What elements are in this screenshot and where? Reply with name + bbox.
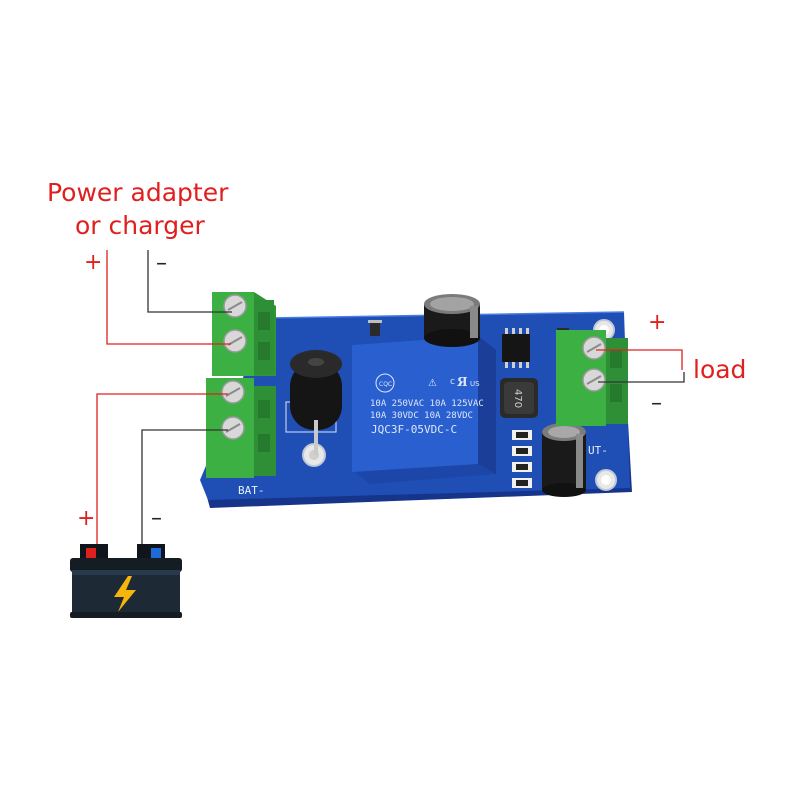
ic-chip <box>502 328 530 368</box>
battery-minus-sign: – <box>151 506 162 531</box>
load-minus-sign: – <box>651 391 662 416</box>
load-plus-sign: + <box>648 310 667 335</box>
terminal-block-power <box>212 292 276 376</box>
buzzer <box>290 350 342 455</box>
adapter-plus-sign: + <box>84 250 103 275</box>
silk-bat-label: BAT- <box>238 484 265 497</box>
wire-battery-positive <box>96 393 228 550</box>
load-label: load <box>693 355 747 384</box>
power-adapter-label-line1: Power adapter <box>47 178 229 207</box>
svg-text:c: c <box>450 377 455 387</box>
mounting-hole <box>595 469 617 491</box>
adapter-minus-sign: – <box>156 251 167 276</box>
relay-rating-line2: 10A 30VDC 10A 28VDC <box>370 411 473 421</box>
capacitor-bottom <box>542 423 586 497</box>
battery-icon <box>70 544 182 618</box>
svg-text:CQC: CQC <box>379 381 392 388</box>
svg-text:Я: Я <box>457 375 468 389</box>
svg-text:⚠: ⚠ <box>428 378 437 389</box>
power-adapter-label-line2: or charger <box>75 211 205 240</box>
lightning-bolt-icon <box>114 576 136 612</box>
relay-model: JQC3F-05VDC-C <box>371 423 457 436</box>
wire-load-positive <box>596 349 683 370</box>
wire-load-negative <box>598 372 685 383</box>
silk-out-label: UT- <box>588 444 608 457</box>
wire-adapter-negative <box>147 250 232 313</box>
relay: CQC ⚠ c Я US 10A 250VAC 10A 125VAC 10A 3… <box>352 336 496 484</box>
battery-plus-sign: + <box>77 506 96 531</box>
relay-rating-line1: 10A 250VAC 10A 125VAC <box>370 399 484 409</box>
inductor: 470 <box>500 378 538 418</box>
capacitor-top <box>424 294 480 347</box>
wire-adapter-positive <box>106 250 231 345</box>
inductor-marking: 470 <box>512 389 523 408</box>
wire-battery-negative <box>141 429 228 550</box>
terminal-block-load <box>556 330 628 426</box>
terminal-block-battery <box>206 378 276 478</box>
svg-text:US: US <box>470 380 480 388</box>
